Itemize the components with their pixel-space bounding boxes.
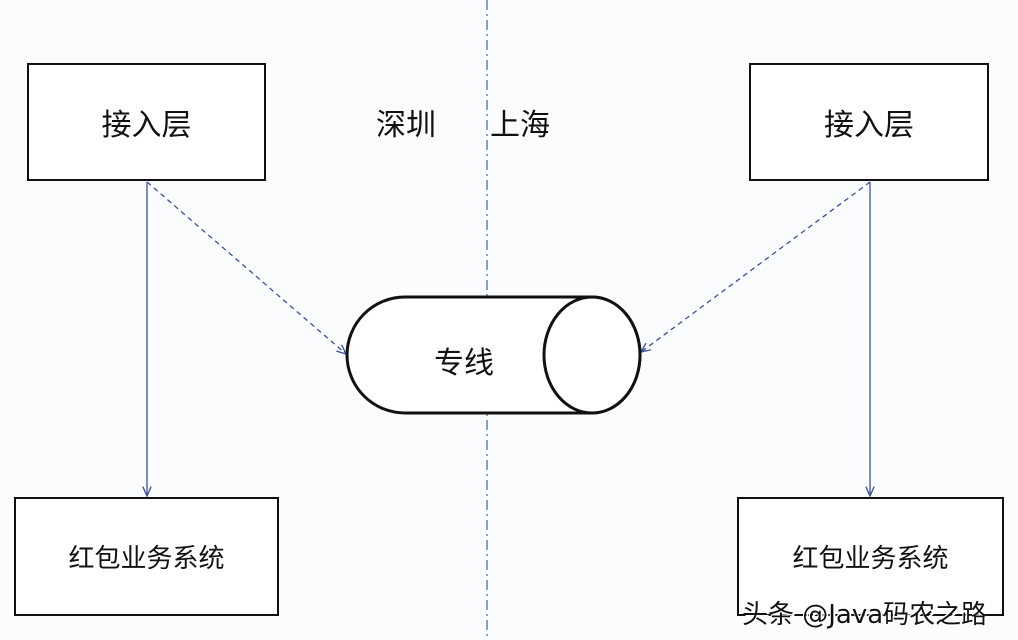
right-dashed-arrow (641, 181, 871, 352)
region-label-shanghai: 上海 (490, 108, 550, 143)
box-label: 红包业务系统 (792, 544, 949, 574)
left-redpacket-system-box: 红包业务系统 (14, 497, 279, 616)
box-label: 接入层 (101, 108, 192, 143)
right-redpacket-system-box: 红包业务系统 (737, 497, 1004, 616)
region-label-shenzhen: 深圳 (376, 108, 436, 143)
dedicated-line-cylinder (345, 295, 642, 415)
dedicated-line-label: 专线 (434, 346, 494, 381)
left-dashed-arrow (146, 181, 346, 354)
right-access-layer-box: 接入层 (749, 63, 989, 181)
watermark: 头条 @Java码农之路 (742, 600, 988, 630)
box-label: 接入层 (824, 108, 914, 143)
left-access-layer-box: 接入层 (27, 63, 266, 181)
box-label: 红包业务系统 (68, 544, 225, 574)
